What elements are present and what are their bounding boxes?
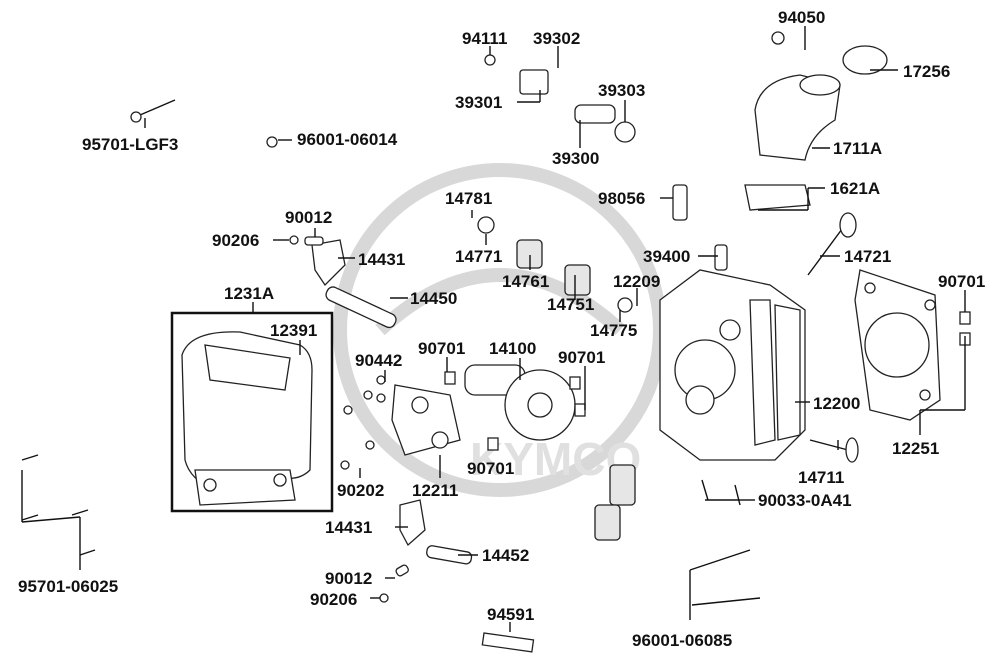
rocker-arm-holder [391,384,461,456]
part-label-14100: 14100 [489,339,537,358]
part-label-94591: 94591 [487,605,535,624]
head-gasket [854,269,941,421]
part-label-12391: 12391 [270,321,318,340]
part-label-39301: 39301 [455,93,503,112]
valves [807,212,859,463]
part-label-1711a: 1711A [833,139,883,158]
part-label-90701-right: 90701 [938,272,986,291]
part-label-14781: 14781 [445,189,493,208]
part-label-14775: 14775 [590,321,638,340]
part-label-90206-upper: 90206 [212,231,260,250]
part-label-94111: 94111 [462,29,508,48]
part-label-12211: 12211 [412,481,459,500]
part-label-14761: 14761 [502,272,550,291]
part-label-1231a: 1231A [224,284,275,303]
part-label-96001-06014: 96001-06014 [297,130,398,149]
part-label-14431-lower: 14431 [325,518,373,537]
part-label-90701-left: 90701 [418,339,466,358]
part-label-14721: 14721 [844,247,892,266]
camshaft [464,364,576,441]
part-label-96001-06085: 96001-06085 [632,631,733,650]
cover-group-box [170,311,334,513]
part-label-12209: 12209 [613,272,661,291]
part-label-39300: 39300 [552,149,600,168]
part-label-90012-upper: 90012 [285,208,333,227]
part-label-12200: 12200 [813,394,861,413]
part-label-90701-lower: 90701 [467,459,515,478]
part-label-14711: 14711 [798,468,845,487]
part-label-90442: 90442 [355,351,403,370]
part-label-90701-mid: 90701 [558,348,606,367]
part-label-14751: 14751 [547,295,595,314]
part-label-98056: 98056 [598,189,646,208]
part-label-14771: 14771 [455,247,503,266]
part-label-90033-0a41: 90033-0A41 [758,491,852,510]
part-label-39302: 39302 [533,29,581,48]
part-label-90206-lower: 90206 [310,590,358,609]
part-label-17256: 17256 [903,62,951,81]
part-label-90012-lower: 90012 [325,569,373,588]
part-label-39400: 39400 [643,247,691,266]
valve-springs [516,239,636,541]
small-parts [289,31,971,653]
part-label-12251: 12251 [892,439,940,458]
leader-lines [21,26,966,632]
part-label-94050: 94050 [778,8,826,27]
part-label-95701-06025: 95701-06025 [18,577,119,596]
part-label-95701-lgf3: 95701-LGF3 [82,135,179,154]
part-label-90202: 90202 [337,481,385,500]
part-label-14450: 14450 [410,289,458,308]
cylinder-head [659,269,806,461]
part-label-1621a: 1621A [830,179,881,198]
part-label-39303: 39303 [598,81,646,100]
part-label-14452: 14452 [482,546,530,565]
bolts [21,99,761,606]
intake-manifold [744,45,888,211]
cylinder-head-cover [181,331,313,506]
part-label-14431-upper: 14431 [358,250,406,269]
